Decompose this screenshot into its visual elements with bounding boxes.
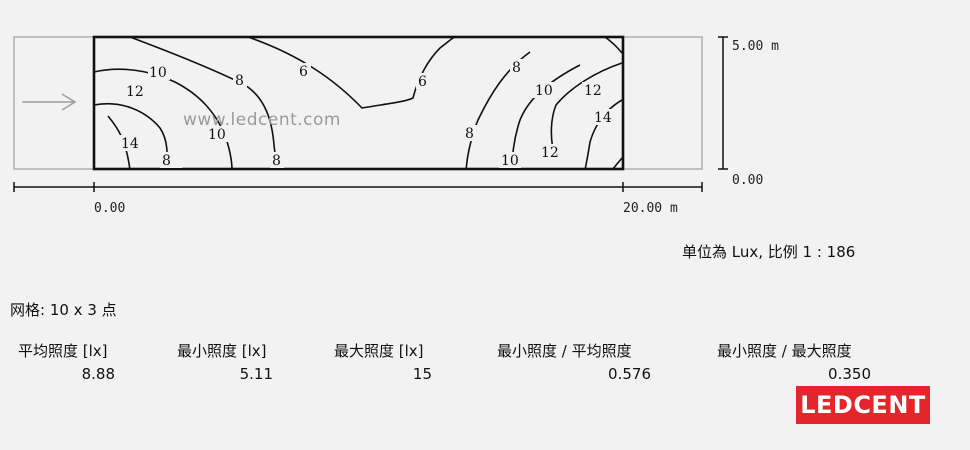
stat-label-avg: 平均照度 [lx]	[18, 342, 108, 360]
contour-line	[604, 36, 623, 54]
contour-line	[550, 62, 623, 159]
horizontal-scale	[13, 182, 703, 192]
contour-label: 8	[162, 153, 171, 169]
x-right-label: 20.00 m	[623, 201, 678, 216]
grid-info-text: 网格: 10 x 3 点	[10, 301, 117, 319]
x-left-label: 0.00	[94, 201, 125, 216]
arrow-icon	[22, 93, 77, 111]
contour-label: 8	[512, 60, 521, 76]
contour-label: 8	[272, 153, 281, 169]
y-bottom-label: 0.00	[732, 173, 763, 188]
contour-line	[247, 36, 456, 109]
contour-label: 10	[208, 127, 226, 143]
stat-value-avg: 8.88	[81, 365, 115, 383]
contour-label: 12	[126, 84, 144, 100]
stat-value-min: 5.11	[239, 365, 273, 383]
contour-label-group: 10 8 6 6 8 12 10 12 10 14 8 14 12 8 8 10	[119, 59, 614, 169]
contour-label: 12	[584, 83, 602, 99]
contour-label: 12	[541, 145, 559, 161]
contour-label: 14	[121, 136, 139, 152]
contour-line	[93, 68, 233, 171]
stat-value-max: 15	[412, 365, 432, 383]
contour-label: 8	[235, 73, 244, 89]
contour-label: 8	[465, 126, 474, 142]
stat-label-min-avg: 最小照度 / 平均照度	[497, 342, 632, 360]
stat-value-min-avg: 0.576	[608, 365, 651, 383]
isolux-diagram: 10 8 6 6 8 12 10 12 10 14 8 14 12 8 8 10…	[13, 35, 779, 216]
watermark-text: www.ledcent.com	[183, 110, 341, 130]
vertical-scale	[718, 36, 728, 170]
contour-line	[129, 36, 277, 171]
contour-label: 10	[149, 65, 167, 81]
contour-label: 6	[418, 74, 427, 90]
contour-label: 6	[299, 64, 308, 80]
stat-value-min-max: 0.350	[828, 365, 871, 383]
stat-label-max: 最大照度 [lx]	[334, 342, 424, 360]
stat-label-min-max: 最小照度 / 最大照度	[717, 342, 852, 360]
contour-label: 10	[535, 83, 553, 99]
unit-scale-text: 单位為 Lux, 比例 1 : 186	[682, 243, 856, 261]
y-top-label: 5.00 m	[732, 39, 779, 54]
ledcent-logo: LEDCENT	[796, 386, 930, 424]
stat-label-min: 最小照度 [lx]	[177, 342, 267, 360]
contour-label: 10	[501, 153, 519, 169]
room-outline	[92, 35, 625, 171]
contour-label: 14	[594, 110, 612, 126]
